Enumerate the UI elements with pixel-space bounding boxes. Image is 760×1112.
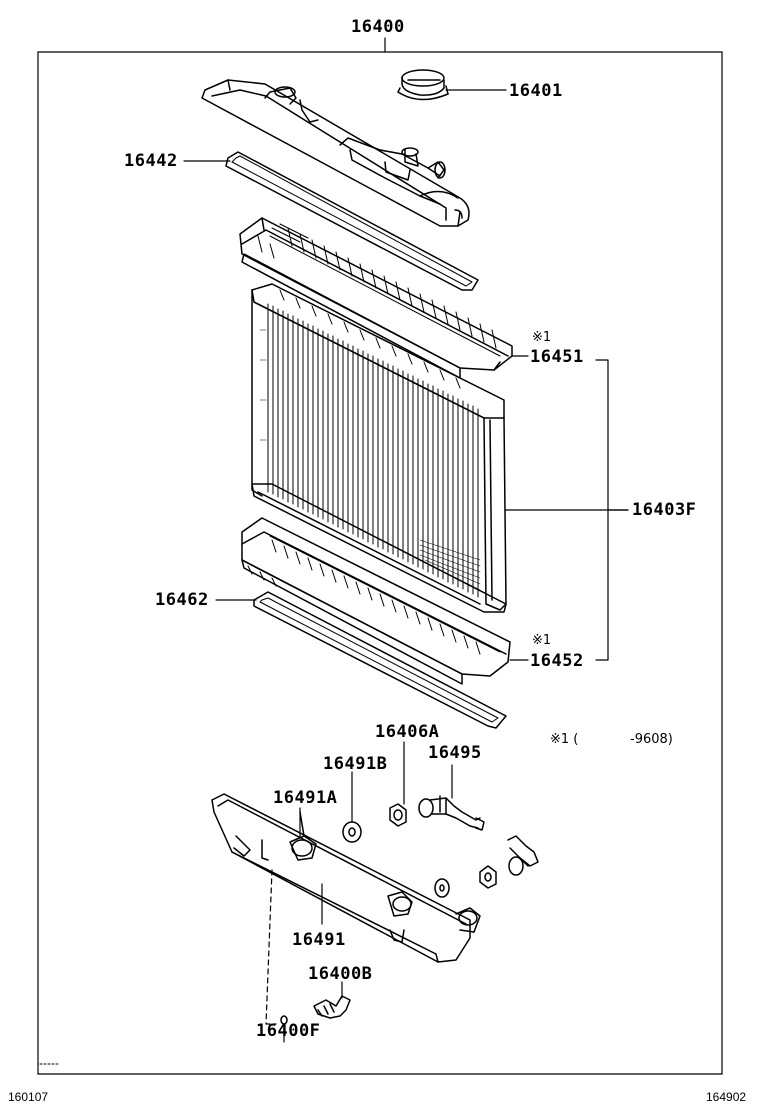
mark-lower: ※1 (532, 633, 552, 648)
footer-left-code: 160107 (8, 1090, 49, 1104)
lower-tank (211, 793, 481, 963)
upper-tank-top (201, 79, 470, 227)
part-label-16491a: 16491A (273, 788, 338, 808)
washer-16491b (342, 821, 362, 843)
part-label-16491: 16491 (292, 930, 346, 950)
upper-header-plate (239, 217, 513, 379)
footnote-mark: ※1 ( (550, 732, 579, 747)
part-label-16452: 16452 (530, 651, 584, 671)
part-label-16462: 16462 (155, 590, 209, 610)
nut-16406a (389, 803, 407, 827)
washer-16491a (299, 811, 305, 837)
part-label-16442: 16442 (124, 151, 178, 171)
right-side-hardware (434, 835, 539, 898)
part-label-16403f: 16403F (632, 500, 697, 520)
footer-right-code: 164902 (706, 1090, 747, 1104)
part-label-16451: 16451 (530, 347, 584, 367)
radiator-cap (397, 69, 449, 101)
tank-bracket (595, 359, 629, 661)
footnote-range: -9608) (630, 732, 673, 747)
diagram-frame (37, 51, 723, 1075)
part-label-16400b: 16400B (308, 964, 373, 984)
part-label-16400f: 16400F (256, 1021, 321, 1041)
part-label-16400: 16400 (351, 17, 405, 37)
mark-upper: ※1 (532, 330, 552, 345)
part-label-16401: 16401 (509, 81, 563, 101)
o-ring-16400f (280, 1015, 288, 1025)
lower-header-plate (241, 517, 511, 685)
lower-gasket (253, 591, 507, 729)
assembly-dashed-line (265, 869, 277, 1025)
upper-gasket (225, 151, 479, 291)
radiator-core (251, 283, 507, 613)
part-label-16495: 16495 (428, 743, 482, 763)
hose-fitting-16495 (418, 795, 485, 831)
drain-cock-16400b (313, 995, 351, 1019)
part-label-16406a: 16406A (375, 722, 440, 742)
part-label-16491b: 16491B (323, 754, 388, 774)
